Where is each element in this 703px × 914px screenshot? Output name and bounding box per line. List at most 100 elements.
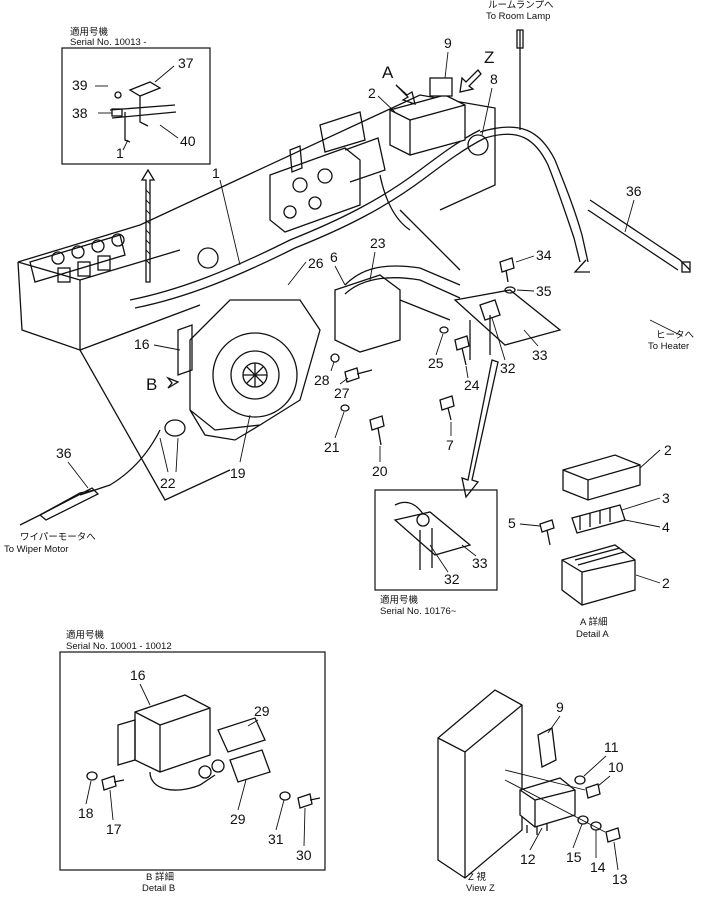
view-z-panel: [437, 689, 523, 879]
inset-serial-10013: [61, 47, 211, 165]
callout-27: 27: [334, 385, 350, 401]
view-z-label: View Z: [466, 883, 495, 894]
detail-b-jp: B 詳細: [146, 871, 174, 883]
arrow-b-icon: [165, 376, 180, 389]
callout-17: 17: [106, 821, 122, 837]
callout-32-detail: 32: [444, 571, 460, 587]
washer-25-icon: [439, 326, 449, 334]
serial-10176-jp: 適用号機: [380, 594, 419, 606]
plate-33-detail-icon: [393, 501, 472, 570]
callout-31: 31: [268, 831, 284, 847]
callout-10: 10: [608, 759, 624, 775]
view-z-letter: Z: [484, 48, 494, 67]
bolt-30-icon: [297, 793, 321, 809]
wiper-lead-connector: [19, 487, 100, 526]
detail-a-label: Detail A: [576, 629, 609, 640]
washer-18-icon: [86, 771, 98, 781]
callout-22: 22: [160, 475, 176, 491]
relay-12-icon: [519, 777, 576, 835]
callout-29-top: 29: [254, 703, 270, 719]
callout-4: 4: [662, 519, 670, 535]
arrow-inset-down-icon: [140, 168, 156, 283]
arrow-z-icon: [459, 69, 482, 93]
grommet-22-icon: [164, 419, 186, 437]
fuse-box-cover-2: [562, 454, 641, 501]
detail-a-jp: A 詳細: [580, 616, 607, 628]
serial-10013-jp: 適用号機: [70, 26, 109, 38]
washer-31-icon: [279, 791, 291, 801]
fuse-box-base-2: [561, 544, 636, 606]
callout-38: 38: [72, 105, 88, 121]
callout-37: 37: [178, 55, 194, 71]
bolt-17-icon: [101, 775, 125, 791]
view-a-letter: A: [382, 63, 394, 82]
heater-label: To Heater: [648, 341, 689, 352]
callout-36-right: 36: [626, 183, 642, 199]
callout-16-detail: 16: [130, 667, 146, 683]
callout-1-inset: 1: [116, 145, 124, 161]
room-lamp-label: To Room Lamp: [486, 11, 550, 22]
washer-11-icon: [574, 775, 586, 785]
view-b-letter: B: [146, 375, 157, 394]
callout-11: 11: [604, 739, 619, 755]
callout-2-base: 2: [662, 575, 670, 591]
serial-10001-label: Serial No. 10001 - 10012: [66, 641, 172, 652]
callout-35: 35: [536, 283, 552, 299]
callout-33: 33: [532, 347, 548, 363]
bolt-7-icon: [439, 395, 455, 421]
callout-26: 26: [308, 255, 324, 271]
inset-serial-10176: [374, 489, 498, 591]
nut-28-icon: [330, 353, 340, 363]
callout-9-view-z: 9: [556, 699, 564, 715]
callout-1-main: 1: [212, 165, 220, 181]
callout-9-top: 9: [444, 35, 452, 51]
callout-33-detail: 33: [472, 555, 488, 571]
connector-block-23: [334, 265, 461, 353]
callout-20: 20: [372, 463, 388, 479]
wiper-label: To Wiper Motor: [4, 544, 68, 555]
callout-32: 32: [500, 360, 516, 376]
callout-14: 14: [590, 859, 606, 875]
callout-7: 7: [446, 437, 454, 453]
bolt-27-icon: [344, 367, 373, 383]
fuses-3-4: [571, 504, 626, 534]
relay-box-top: [389, 77, 489, 156]
callout-34: 34: [536, 247, 552, 263]
screw-5-icon: [539, 519, 555, 546]
callout-21: 21: [324, 439, 340, 455]
callout-12: 12: [520, 851, 536, 867]
room-lamp-jp: ルームランプへ: [488, 0, 554, 11]
bolt-10-icon: [585, 783, 601, 799]
callout-25: 25: [428, 355, 444, 371]
view-z-jp: Z 視: [468, 871, 486, 883]
dashboard-panel: [17, 94, 496, 501]
callout-6: 6: [330, 249, 338, 265]
callout-29-bottom: 29: [230, 811, 246, 827]
callout-28: 28: [314, 372, 330, 388]
callout-23: 23: [370, 235, 386, 251]
washer-15-icon: [577, 815, 589, 825]
callout-18: 18: [78, 805, 94, 821]
callout-2-cover: 2: [664, 442, 672, 458]
serial-10176-label: Serial No. 10176~: [380, 606, 457, 617]
wiring-harness: [39, 29, 691, 516]
callout-8: 8: [490, 71, 498, 87]
plate-33-icon: [453, 289, 562, 360]
callout-16-main: 16: [134, 336, 150, 352]
callout-30: 30: [296, 847, 312, 863]
bolt-34-icon: [499, 257, 515, 283]
inset-serial-10001: [59, 651, 326, 871]
callout-24: 24: [464, 377, 480, 393]
callout-5: 5: [508, 515, 516, 531]
heater-jp: ヒータへ: [656, 330, 695, 341]
blower-16-detail: [117, 694, 225, 791]
callout-40: 40: [180, 133, 196, 149]
washer-21-icon: [340, 404, 350, 412]
washer-35-icon: [504, 286, 516, 294]
serial-10013-label: Serial No. 10013 -: [70, 37, 147, 48]
callout-13: 13: [612, 871, 628, 887]
wiper-jp: ワイパーモータへ: [20, 532, 96, 543]
clamp-29-icon: [217, 717, 271, 783]
arrow-a-icon: [395, 84, 416, 105]
